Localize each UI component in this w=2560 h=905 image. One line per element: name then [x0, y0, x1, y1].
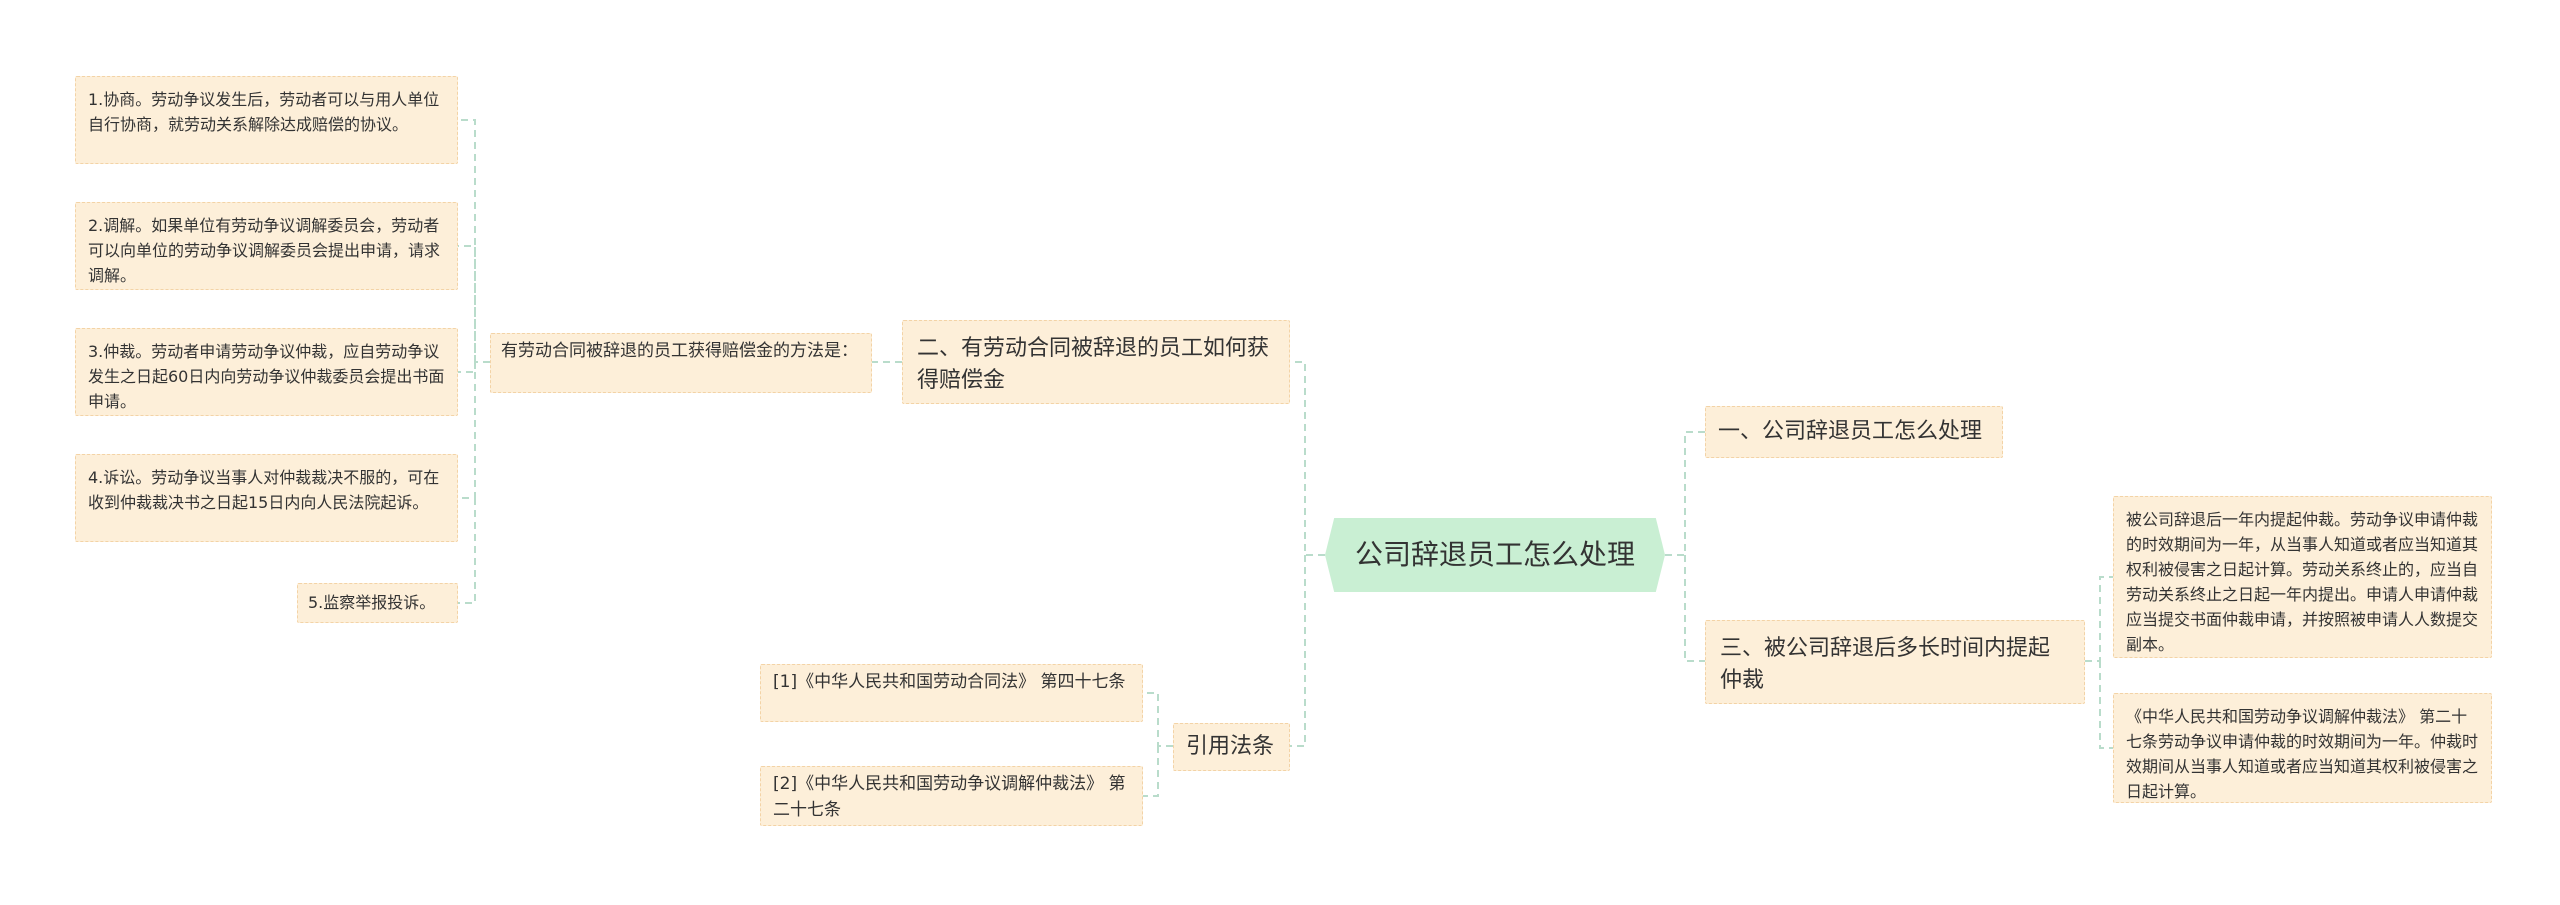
method-node-5[interactable]: 5.监察举报投诉。 [297, 583, 458, 623]
b2-child-node[interactable]: 有劳动合同被辞退的员工获得赔偿金的方法是： [490, 333, 872, 393]
citation-2-text: [2]《中华人民共和国劳动争议调解仲裁法》 第二十七条 [773, 774, 1126, 820]
method-node-2[interactable]: 2.调解。如果单位有劳动争议调解委员会，劳动者可以向单位的劳动争议调解委员会提出… [75, 202, 458, 290]
citation-1-text: [1]《中华人民共和国劳动合同法》 第四十七条 [773, 672, 1126, 692]
link-b3-child-1 [2085, 576, 2113, 662]
branch-3-label: 三、被公司辞退后多长时间内提起仲裁 [1720, 636, 2051, 693]
link-root-b1 [1665, 431, 1705, 556]
link-b4-cite-1 [1143, 692, 1173, 747]
branch-1-label: 一、公司辞退员工怎么处理 [1718, 419, 1983, 444]
method-node-4[interactable]: 4.诉讼。劳动争议当事人对仲裁裁决不服的，可在收到仲裁裁决书之日起15日内向人民… [75, 454, 458, 542]
link-child-method-4 [458, 372, 476, 499]
link-b3-child-2 [2099, 661, 2113, 749]
link-b4-cite-2 [1143, 746, 1159, 797]
link-child-method-5 [458, 498, 476, 604]
branch-node-1[interactable]: 一、公司辞退员工怎么处理 [1705, 406, 2003, 458]
branch-4-label: 引用法条 [1186, 734, 1275, 759]
branch-node-3[interactable]: 三、被公司辞退后多长时间内提起仲裁 [1705, 620, 2085, 704]
link-root-b2 [1290, 361, 1325, 556]
method-2-text: 2.调解。如果单位有劳动争议调解委员会，劳动者可以向单位的劳动争议调解委员会提出… [88, 216, 441, 285]
link-child-method-2 [458, 245, 476, 362]
method-5-text: 5.监察举报投诉。 [308, 593, 436, 612]
method-node-1[interactable]: 1.协商。劳动争议发生后，劳动者可以与用人单位自行协商，就劳动关系解除达成赔偿的… [75, 76, 458, 164]
method-3-text: 3.仲裁。劳动者申请劳动争议仲裁，应自劳动争议发生之日起60日内向劳动争议仲裁委… [88, 342, 445, 411]
citation-node-1[interactable]: [1]《中华人民共和国劳动合同法》 第四十七条 [760, 664, 1143, 722]
root-label: 公司辞退员工怎么处理 [1354, 538, 1635, 571]
method-1-text: 1.协商。劳动争议发生后，劳动者可以与用人单位自行协商，就劳动关系解除达成赔偿的… [88, 90, 440, 134]
b2-child-label: 有劳动合同被辞退的员工获得赔偿金的方法是： [501, 341, 858, 361]
link-child-method-3 [458, 362, 476, 373]
root-node[interactable]: 公司辞退员工怎么处理 [1325, 518, 1665, 592]
citation-node-2[interactable]: [2]《中华人民共和国劳动争议调解仲裁法》 第二十七条 [760, 766, 1143, 826]
branch-2-label: 二、有劳动合同被辞退的员工如何获得赔偿金 [917, 336, 1270, 393]
branch-node-2[interactable]: 二、有劳动合同被辞退的员工如何获得赔偿金 [902, 320, 1290, 404]
branch-node-4[interactable]: 引用法条 [1173, 723, 1290, 771]
method-4-text: 4.诉讼。劳动争议当事人对仲裁裁决不服的，可在收到仲裁裁决书之日起15日内向人民… [88, 468, 440, 512]
b3-child-2-text: 《中华人民共和国劳动争议调解仲裁法》 第二十七条劳动争议申请仲裁的时效期间为一年… [2126, 707, 2479, 801]
link-child-method-1 [458, 119, 490, 363]
method-node-3[interactable]: 3.仲裁。劳动者申请劳动争议仲裁，应自劳动争议发生之日起60日内向劳动争议仲裁委… [75, 328, 458, 416]
link-root-b4 [1290, 555, 1306, 747]
b3-child-node-2[interactable]: 《中华人民共和国劳动争议调解仲裁法》 第二十七条劳动争议申请仲裁的时效期间为一年… [2113, 693, 2492, 803]
link-root-b3 [1684, 555, 1705, 662]
b3-child-node-1[interactable]: 被公司辞退后一年内提起仲裁。劳动争议申请仲裁的时效期间为一年，从当事人知道或者应… [2113, 496, 2492, 658]
b3-child-1-text: 被公司辞退后一年内提起仲裁。劳动争议申请仲裁的时效期间为一年，从当事人知道或者应… [2126, 510, 2479, 654]
